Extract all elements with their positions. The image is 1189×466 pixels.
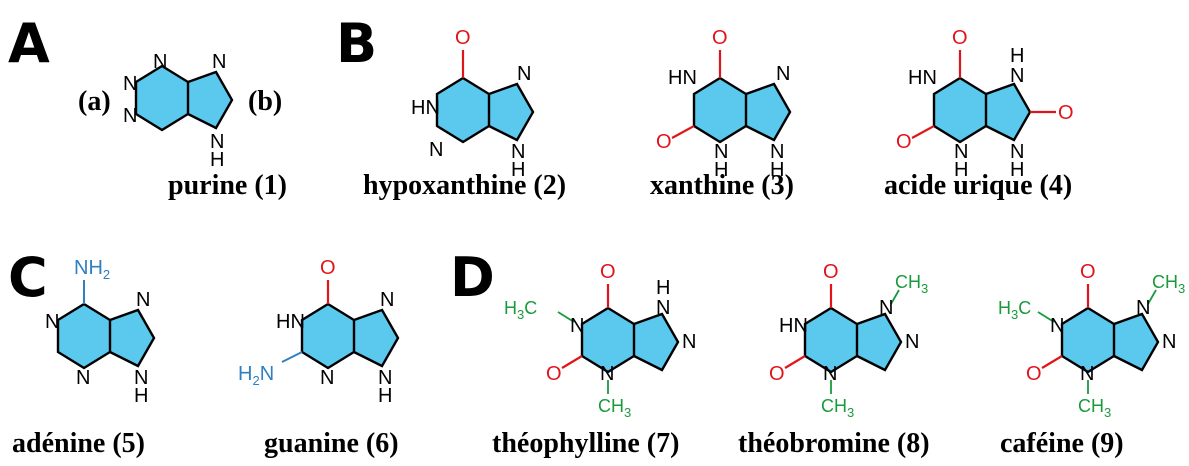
atom-n: N bbox=[776, 63, 790, 85]
atom-n: N bbox=[1162, 331, 1176, 353]
caption-adenine: adénine (5) bbox=[12, 428, 145, 459]
atom-o: O bbox=[320, 257, 336, 279]
ring-label-b: (b) bbox=[248, 86, 282, 117]
atom-o: O bbox=[823, 261, 839, 283]
atom-h: H bbox=[714, 159, 728, 181]
atom-o: O bbox=[1026, 363, 1042, 385]
panel-letter-b: B bbox=[336, 12, 377, 75]
atom-n: N bbox=[212, 51, 226, 73]
atom-n: N bbox=[1050, 315, 1064, 337]
atom-n: N bbox=[600, 363, 614, 385]
atom-n: N bbox=[210, 131, 224, 153]
atom-o: O bbox=[769, 363, 785, 385]
atom-n: N bbox=[682, 331, 696, 353]
atom-h: H bbox=[954, 159, 968, 181]
atom-n: N bbox=[511, 141, 525, 163]
atom-n: N bbox=[378, 367, 392, 389]
caption-caffeine: caféine (9) bbox=[1000, 428, 1124, 459]
caption-theophylline: théophylline (7) bbox=[492, 428, 679, 459]
atom-h: H bbox=[210, 149, 224, 171]
atom-n: N bbox=[134, 367, 148, 389]
molecule-xanthine: O O HN N H N N H bbox=[656, 27, 792, 181]
methyl-ch3: CH3 bbox=[598, 396, 631, 420]
atom-n: N bbox=[76, 367, 90, 389]
atom-h2n: H2N bbox=[238, 363, 274, 388]
atom-h: H bbox=[1010, 45, 1024, 67]
caption-hypoxanthine: hypoxanthine (2) bbox=[363, 170, 566, 201]
atom-n: N bbox=[429, 139, 443, 161]
atom-o: O bbox=[896, 131, 912, 153]
atom-n: N bbox=[714, 141, 728, 163]
atom-hn: HN bbox=[668, 67, 697, 89]
atom-n: N bbox=[905, 331, 919, 353]
atom-n: N bbox=[879, 297, 893, 319]
atom-n: N bbox=[1136, 297, 1150, 319]
atom-n: N bbox=[123, 73, 137, 95]
atom-n: N bbox=[45, 311, 59, 333]
atom-o: O bbox=[455, 27, 471, 49]
atom-h: H bbox=[511, 159, 525, 181]
molecule-guanine: O HN H2N N N N H bbox=[238, 257, 400, 407]
atom-n: N bbox=[1010, 65, 1024, 87]
atom-h: H bbox=[1010, 159, 1024, 181]
atom-n: N bbox=[954, 141, 968, 163]
atom-o: O bbox=[656, 131, 672, 153]
caption-purine: purine (1) bbox=[168, 170, 287, 201]
atom-n: N bbox=[380, 289, 394, 311]
atom-n: N bbox=[320, 367, 334, 389]
ring-label-a: (a) bbox=[78, 86, 111, 117]
atom-hn: HN bbox=[276, 311, 305, 333]
molecule-uric-acid: O O O HN N H H N N H bbox=[896, 27, 1074, 181]
atom-n: N bbox=[656, 297, 670, 319]
atom-h: H bbox=[770, 159, 784, 181]
atom-o: O bbox=[600, 261, 616, 283]
molecule-purine: N N N N N H bbox=[123, 51, 234, 171]
atom-hn: HN bbox=[411, 97, 440, 119]
methyl-h3c: H3C bbox=[998, 298, 1031, 322]
panel-letter-c: C bbox=[8, 246, 48, 309]
atom-o: O bbox=[1058, 102, 1074, 124]
molecule-theobromine: O O HN N CH3 CH3 N N bbox=[769, 261, 928, 420]
caption-guanine: guanine (6) bbox=[264, 428, 399, 459]
atom-n: N bbox=[770, 141, 784, 163]
methyl-ch3: CH3 bbox=[895, 272, 928, 296]
atom-h: H bbox=[378, 385, 392, 407]
caption-xanthine: xanthine (3) bbox=[650, 170, 794, 201]
molecule-hypoxanthine: O HN N N N H bbox=[411, 27, 535, 181]
atom-n: N bbox=[517, 63, 531, 85]
atom-h: H bbox=[134, 385, 148, 407]
atom-n: N bbox=[823, 363, 837, 385]
atom-o: O bbox=[952, 27, 968, 49]
atom-n: N bbox=[136, 289, 150, 311]
atom-n: N bbox=[123, 105, 137, 127]
atom-hn: HN bbox=[908, 67, 937, 89]
panel-letter-d: D bbox=[450, 246, 495, 309]
molecule-adenine: NH2 N N N N H bbox=[45, 257, 156, 407]
atom-nh2: NH2 bbox=[74, 257, 110, 282]
methyl-ch3: CH3 bbox=[1078, 396, 1111, 420]
atom-n: N bbox=[1010, 141, 1024, 163]
molecule-caffeine: O O N N H3C CH3 CH3 N N bbox=[998, 261, 1185, 420]
atom-h: H bbox=[656, 277, 670, 299]
atom-o: O bbox=[1080, 261, 1096, 283]
methyl-ch3: CH3 bbox=[821, 396, 854, 420]
atom-n: N bbox=[1080, 363, 1094, 385]
atom-o: O bbox=[546, 363, 562, 385]
caption-theobromine: théobromine (8) bbox=[738, 428, 930, 459]
atom-o: O bbox=[712, 27, 728, 49]
methyl-h3c: H3C bbox=[504, 298, 537, 322]
atom-n: N bbox=[153, 51, 167, 73]
caption-uric-acid: acide urique (4) bbox=[884, 170, 1072, 201]
atom-n: N bbox=[570, 315, 584, 337]
panel-letter-a: A bbox=[8, 12, 50, 75]
atom-hn: HN bbox=[779, 315, 808, 337]
methyl-ch3: CH3 bbox=[1152, 272, 1185, 296]
molecule-theophylline: O O N N H3C CH3 H N N bbox=[504, 261, 696, 420]
